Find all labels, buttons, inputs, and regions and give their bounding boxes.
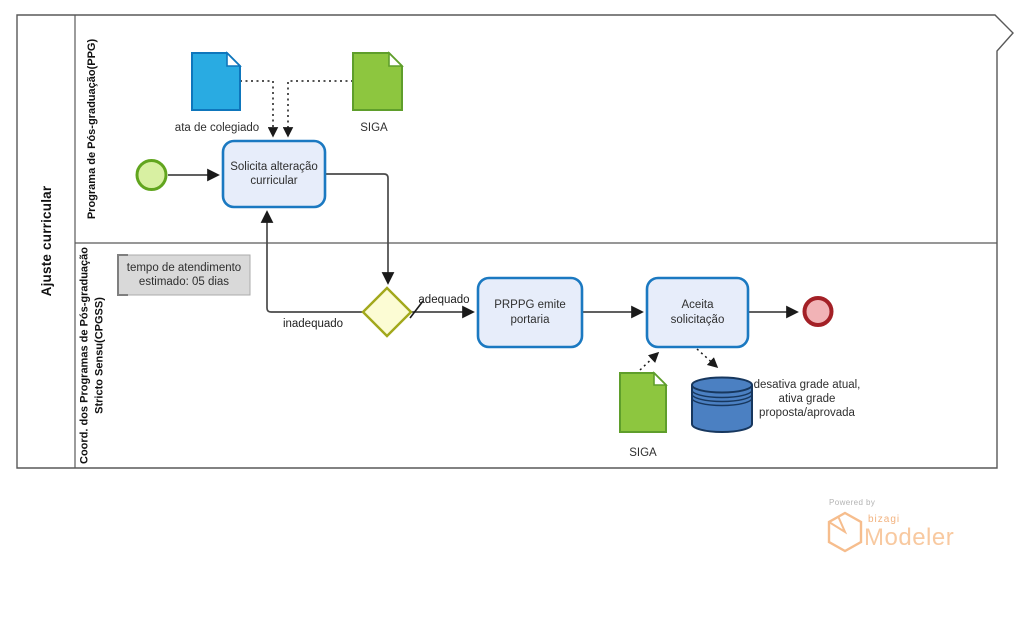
green-document-fold (388, 51, 404, 67)
association-ata-to-solicita (240, 80, 279, 138)
bizagi-wordmark: bizagi (868, 514, 901, 525)
bizagi-logo-icon (827, 511, 863, 553)
task-aceita-solicitacao[interactable] (645, 276, 750, 349)
datastore-ring-2 (691, 393, 753, 403)
green-document-shape (619, 372, 667, 433)
blue-document-fold (226, 51, 242, 67)
data-store-grade[interactable] (691, 376, 753, 433)
label-siga-top: SIGA (360, 122, 388, 134)
annotation-text: tempo de atendimento estimado: 05 dias (126, 261, 242, 288)
end-event[interactable] (802, 296, 834, 327)
label-inadequado: inadequado (282, 318, 344, 330)
annotation-box (117, 254, 251, 296)
association-aceita-to-datastore (696, 348, 719, 369)
data-object-siga-top[interactable] (352, 51, 404, 111)
flow-gateway-inadequado-to-solicita (260, 210, 363, 313)
label-siga-bottom: SIGA (629, 447, 657, 459)
data-object-siga-bottom[interactable] (619, 371, 668, 433)
task-solicita-alteracao[interactable] (221, 139, 327, 209)
hexagon-fold-line (828, 515, 848, 535)
datastore-ring-3 (691, 397, 753, 407)
annotation-bracket (117, 254, 128, 296)
lane-title-ppg: Programa de Pós-graduação(PPG) (85, 38, 98, 220)
green-document-fold (653, 371, 668, 386)
flow-solicita-to-gateway (325, 173, 395, 285)
task-prppg-emite-portaria[interactable] (476, 276, 584, 349)
association-siga-to-aceita (639, 351, 660, 371)
datastore-ring-1 (691, 389, 753, 399)
pool-border (16, 14, 1014, 469)
pool-title: Ajuste curricular (38, 185, 54, 297)
lane-title-cpgss: Coord. dos Programas de Pós-graduação St… (78, 247, 105, 464)
label-adequado: adequado (418, 294, 470, 306)
task-label-prppg: PRPPG emite portaria (494, 299, 566, 326)
start-event[interactable] (135, 159, 168, 191)
task-label-solicita: Solicita alteração curricular (230, 160, 318, 187)
modeler-wordmark: Modeler (864, 524, 955, 551)
powered-by-text: Powered by (829, 498, 876, 507)
default-flow-slash-marker (409, 300, 424, 319)
task-label-aceita: Aceita solicitação (670, 299, 725, 326)
label-ata-de-colegiado: ata de colegiado (174, 122, 260, 134)
text-annotation[interactable] (117, 254, 251, 296)
data-object-ata-de-colegiado[interactable] (191, 51, 242, 111)
label-datastore: desativa grade atual, ativa grade propos… (753, 379, 861, 420)
exclusive-gateway[interactable] (361, 286, 413, 338)
blue-document-shape (191, 52, 241, 111)
datastore-top (691, 376, 753, 394)
green-document-shape (352, 52, 403, 111)
